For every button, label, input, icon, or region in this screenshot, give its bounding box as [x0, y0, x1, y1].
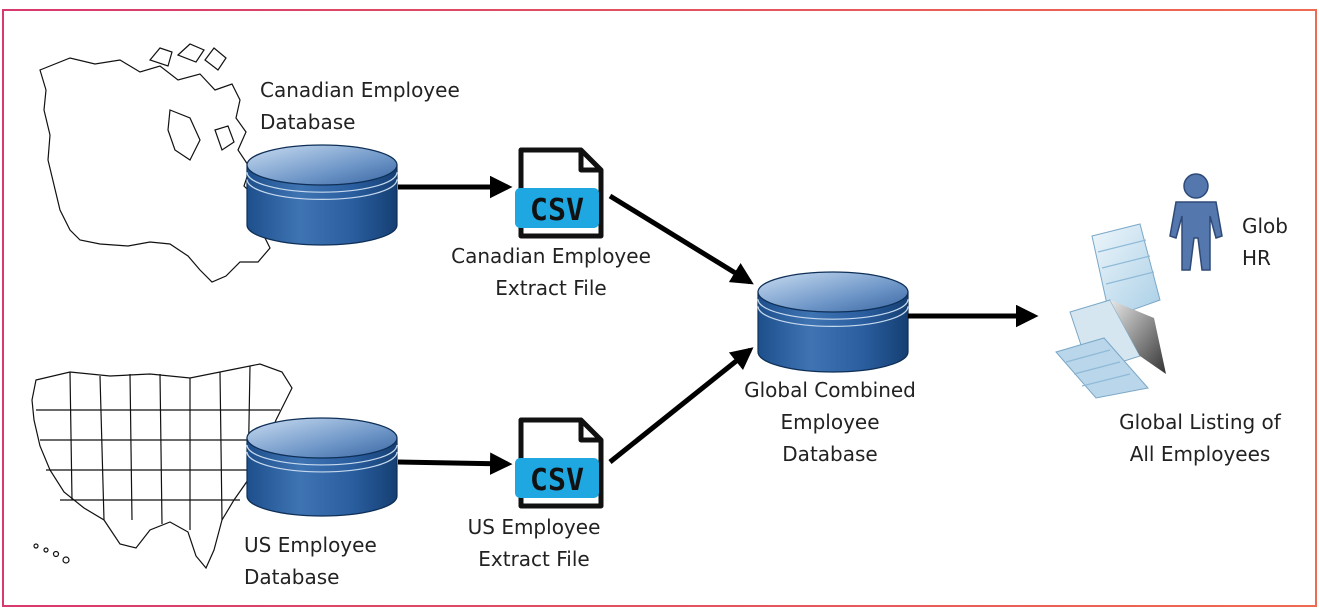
flow-arrows	[397, 175, 1039, 475]
csv-file-icon: CSV	[515, 417, 604, 509]
db-top	[246, 144, 398, 186]
label-line: Database	[244, 565, 340, 589]
label-line: Extract File	[478, 547, 590, 571]
printout-icon	[1055, 223, 1166, 399]
arrow-us-db-to-csv	[397, 452, 513, 475]
label-line: Glob	[1242, 214, 1288, 238]
db-top	[246, 417, 398, 459]
label-line: Canadian Employee	[451, 244, 651, 268]
us-database-icon	[246, 417, 398, 517]
usa-map-icon	[31, 363, 293, 570]
label-line: Extract File	[495, 276, 607, 300]
global-db-label: Global Combined Employee Database	[730, 374, 930, 470]
label-line: Global Combined	[744, 378, 916, 402]
label-line: Database	[260, 110, 356, 134]
db-body	[757, 291, 909, 373]
arrow-canada-csv-to-global	[608, 193, 754, 285]
label-line: HR	[1242, 246, 1271, 270]
db-ring	[246, 444, 398, 466]
label-line: Database	[782, 442, 878, 466]
label-line: US Employee	[244, 533, 377, 557]
canadian-csv-label: Canadian Employee Extract File	[436, 240, 666, 304]
canadian-db-label: Canadian Employee Database	[260, 74, 460, 138]
global-database-icon	[757, 271, 909, 373]
db-body	[246, 164, 398, 246]
db-ring	[246, 451, 398, 473]
db-ring	[757, 299, 909, 320]
db-body	[246, 437, 398, 517]
canada-map-icon	[39, 43, 271, 283]
label-line: Employee	[780, 410, 880, 434]
db-ring	[246, 172, 398, 193]
canadian-database-icon	[246, 144, 398, 246]
csv-label: CSV	[530, 193, 584, 228]
label-line: All Employees	[1129, 442, 1271, 466]
frame-border	[2, 9, 1317, 607]
label-line: Global Listing of	[1119, 410, 1281, 434]
us-csv-label: US Employee Extract File	[444, 511, 624, 575]
us-db-label: US Employee Database	[244, 529, 377, 593]
global-hr-label: Glob HR	[1242, 210, 1294, 274]
csv-file-icon: CSV	[515, 147, 604, 239]
label-line: Canadian Employee	[260, 78, 460, 102]
csv-label: CSV	[530, 463, 584, 498]
label-line: US Employee	[467, 515, 601, 539]
arrow-us-csv-to-global	[608, 347, 754, 464]
db-ring	[246, 179, 398, 200]
db-ring	[757, 306, 909, 327]
person-icon	[1169, 173, 1223, 271]
db-top	[757, 271, 909, 313]
global-listing-label: Global Listing of All Employees	[1100, 406, 1300, 470]
